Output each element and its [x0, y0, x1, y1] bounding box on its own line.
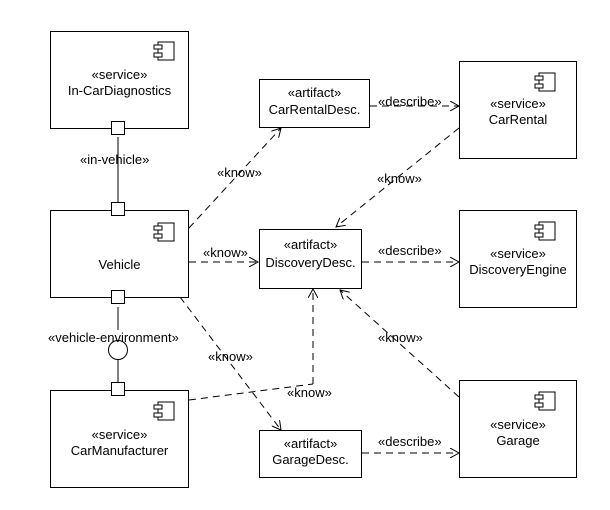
- know-label-vehicle-carrental: «know»: [217, 165, 262, 180]
- garage-name: Garage: [496, 433, 540, 448]
- car-manufacturer-name: CarManufacturer: [70, 443, 169, 458]
- component-icon: [153, 41, 175, 61]
- discovery-engine-stereotype: «service»: [490, 246, 546, 261]
- component-icon: [534, 221, 556, 241]
- vehicle-environment-interface: [108, 340, 128, 360]
- component-icon: [153, 401, 175, 421]
- know-label-manufacturer-discovery: «know»: [287, 385, 332, 400]
- discovery-desc-artifact[interactable]: «artifact» DiscoveryDesc.: [259, 229, 362, 289]
- car-manufacturer-stereotype: «service»: [91, 427, 148, 442]
- discovery-engine-component[interactable]: «service» DiscoveryEngine: [459, 210, 577, 308]
- car-rental-component[interactable]: «service» CarRental: [459, 61, 577, 159]
- vehicle-name: Vehicle: [98, 257, 141, 272]
- component-icon: [153, 222, 175, 242]
- vehicle-environment-label: «vehicle-environment»: [48, 330, 179, 345]
- vehicle-knows-garagedesc: [179, 296, 281, 430]
- know-label-vehicle-discovery: «know»: [203, 245, 248, 260]
- discovery-desc-name: DiscoveryDesc.: [265, 255, 356, 270]
- garage-component[interactable]: «service» Garage: [459, 380, 577, 478]
- in-car-diagnostics-stereotype: «service»: [91, 67, 148, 82]
- in-car-diagnostics-port: [111, 121, 125, 135]
- garage-desc-stereotype: «artifact»: [283, 436, 338, 451]
- vehicle-bottom-port: [111, 290, 125, 304]
- component-icon: [534, 391, 556, 411]
- garage-stereotype: «service»: [490, 417, 546, 432]
- vehicle-knows-carrentaldesc: [188, 128, 281, 229]
- describe-label-discovery: «describe»: [378, 243, 442, 258]
- describe-label-carrental: «describe»: [378, 94, 442, 109]
- in-car-diagnostics-name: In-CarDiagnostics: [67, 83, 172, 98]
- car-rental-desc-stereotype: «artifact»: [287, 85, 342, 100]
- garage-desc-artifact[interactable]: «artifact» GarageDesc.: [259, 430, 362, 478]
- garage-desc-name: GarageDesc.: [272, 452, 349, 467]
- describe-label-garage: «describe»: [378, 434, 442, 449]
- manufacturer-knows-discoverydesc: [188, 383, 314, 401]
- know-label-garage-discovery: «know»: [378, 330, 423, 345]
- car-rental-desc-artifact[interactable]: «artifact» CarRentalDesc.: [259, 79, 370, 128]
- car-rental-name: CarRental: [488, 112, 548, 127]
- car-rental-desc-name: CarRentalDesc.: [268, 102, 361, 117]
- car-manufacturer-port: [111, 382, 125, 396]
- in-car-diagnostics-component[interactable]: «service» In-CarDiagnostics: [50, 31, 189, 129]
- carrental-knows-discoverydesc: [336, 127, 460, 227]
- vehicle-component[interactable]: Vehicle: [50, 210, 189, 298]
- in-vehicle-label: «in-vehicle»: [80, 152, 150, 167]
- garage-knows-discoverydesc: [340, 290, 460, 398]
- know-label-carrental-discovery: «know»: [377, 171, 422, 186]
- discovery-desc-stereotype: «artifact»: [283, 237, 338, 252]
- car-rental-stereotype: «service»: [490, 96, 546, 111]
- discovery-engine-name: DiscoveryEngine: [469, 262, 567, 277]
- know-label-vehicle-garage: «know»: [208, 349, 253, 364]
- component-icon: [534, 72, 556, 92]
- car-manufacturer-component[interactable]: «service» CarManufacturer: [50, 390, 189, 488]
- vehicle-top-port: [111, 202, 125, 216]
